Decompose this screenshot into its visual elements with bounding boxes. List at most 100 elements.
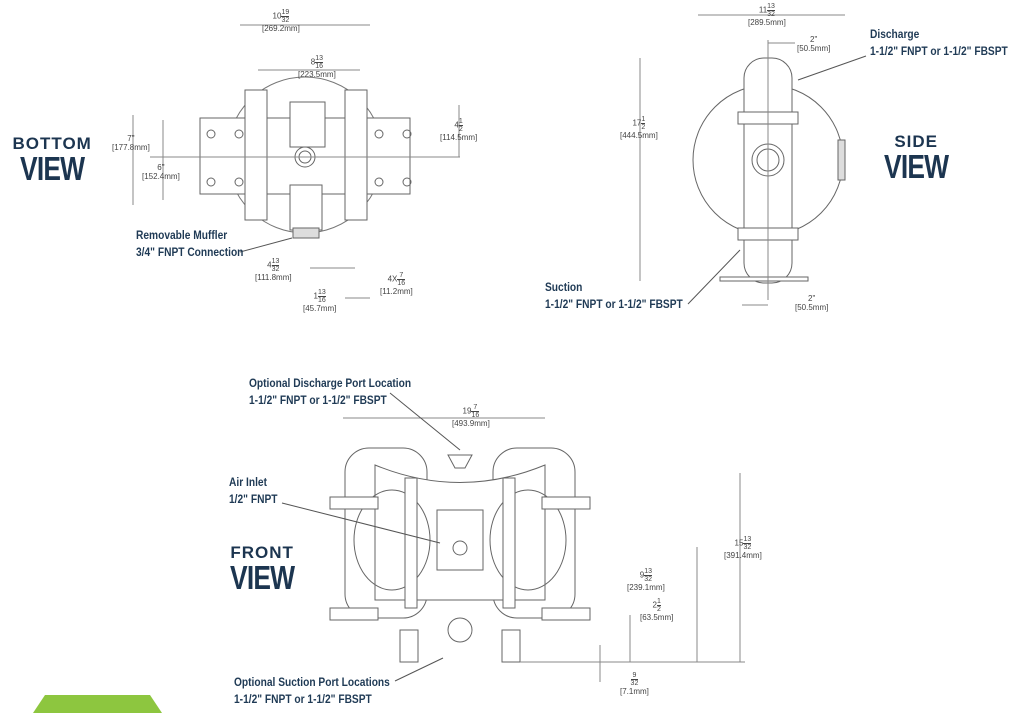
dim-den: 16 — [471, 412, 480, 419]
dim-whole: 4 — [267, 260, 272, 270]
side-view-drawing — [639, 14, 867, 306]
dim-num: 13 — [271, 258, 280, 266]
dim-mm: [444.5mm] — [620, 131, 658, 140]
callout-line: 1/2" FNPT — [229, 492, 278, 506]
dim-num: 13 — [318, 289, 326, 297]
dim-whole: 8 — [310, 57, 316, 67]
callout-line: 3/4" FNPT Connection — [136, 245, 244, 259]
dim-mm: [63.5mm] — [640, 613, 674, 622]
dim-num: 7 — [397, 272, 406, 280]
dim-num: 13 — [644, 568, 653, 576]
dim-mm: [50.5mm] — [795, 303, 829, 312]
title-top: SIDE — [894, 132, 939, 151]
dim-mm: [493.9mm] — [452, 419, 490, 428]
dim-mm: [239.1mm] — [627, 583, 665, 592]
dim-mm: [177.8mm] — [112, 143, 150, 152]
front-view-drawing — [281, 392, 745, 682]
dimension-label: 7"[177.8mm] — [112, 134, 150, 152]
dim-den: 32 — [271, 266, 280, 273]
dim-mm: [269.2mm] — [262, 24, 300, 33]
dim-num: 1 — [656, 598, 661, 606]
dim-mm: [289.5mm] — [748, 18, 786, 27]
dim-whole: 7" — [127, 134, 135, 143]
dim-mm: [391.4mm] — [724, 551, 762, 560]
dim-den: 2 — [656, 606, 661, 613]
dim-den: 32 — [644, 576, 653, 583]
dim-num: 1 — [458, 118, 463, 126]
callout-line: Removable Muffler — [136, 228, 228, 242]
dim-whole: 4 — [454, 120, 459, 130]
callout-line: Air Inlet — [229, 475, 267, 489]
callout-line: 1-1/2" FNPT or 1-1/2" FBSPT — [545, 297, 683, 311]
dimension-label: 6"[152.4mm] — [142, 163, 180, 181]
dim-den: 16 — [397, 280, 406, 287]
dim-mm: [223.5mm] — [298, 70, 336, 79]
optional-suction-callout: Optional Suction Port Locations 1-1/2" FN… — [234, 674, 390, 708]
title-bottom: VIEW — [884, 148, 949, 185]
dim-den: 2 — [641, 124, 646, 131]
dim-num: 19 — [281, 9, 290, 17]
callout-line: Optional Suction Port Locations — [234, 675, 390, 689]
dim-mm: [11.2mm] — [380, 287, 413, 296]
dim-mm: [114.5mm] — [440, 133, 478, 142]
callout-line: Suction — [545, 280, 583, 294]
dim-whole: 10 — [272, 11, 282, 21]
dim-whole: 15 — [734, 538, 744, 548]
dim-whole: 1 — [313, 291, 318, 301]
suction-callout: Suction 1-1/2" FNPT or 1-1/2" FBSPT — [545, 279, 683, 313]
callout-line: 1-1/2" FNPT or 1-1/2" FBSPT — [249, 393, 387, 407]
callout-line: 1-1/2" FNPT or 1-1/2" FBSPT — [234, 692, 372, 706]
dim-mm: [7.1mm] — [620, 687, 649, 696]
dim-den: 32 — [767, 11, 775, 18]
dim-mm: [111.8mm] — [255, 273, 292, 282]
dim-whole: 4X — [387, 274, 398, 284]
dim-den: 2 — [458, 126, 463, 133]
dim-whole: 2" — [808, 294, 816, 303]
dim-mm: [152.4mm] — [142, 172, 180, 181]
title-bottom: VIEW — [20, 150, 85, 187]
dim-whole: 19 — [462, 406, 472, 416]
accent-banner — [33, 695, 162, 713]
bottom-view-drawing — [132, 24, 460, 299]
dim-den: 16 — [315, 63, 324, 70]
dim-whole: 2 — [652, 600, 657, 610]
dim-whole: 9 — [639, 570, 645, 580]
dim-num: 13 — [767, 3, 775, 11]
dim-mm: [45.7mm] — [303, 304, 337, 313]
title-top: FRONT — [230, 543, 294, 562]
title-top: BOTTOM — [12, 134, 92, 153]
dim-den: 32 — [281, 17, 290, 24]
dim-whole: 11 — [758, 5, 768, 15]
dim-whole: 6" — [157, 163, 165, 172]
muffler-callout: Removable Muffler 3/4" FNPT Connection — [136, 227, 243, 261]
callout-line: Optional Discharge Port Location — [249, 376, 412, 390]
dim-den: 16 — [318, 297, 326, 304]
dimension-label: 2"[50.5mm] — [797, 35, 830, 53]
